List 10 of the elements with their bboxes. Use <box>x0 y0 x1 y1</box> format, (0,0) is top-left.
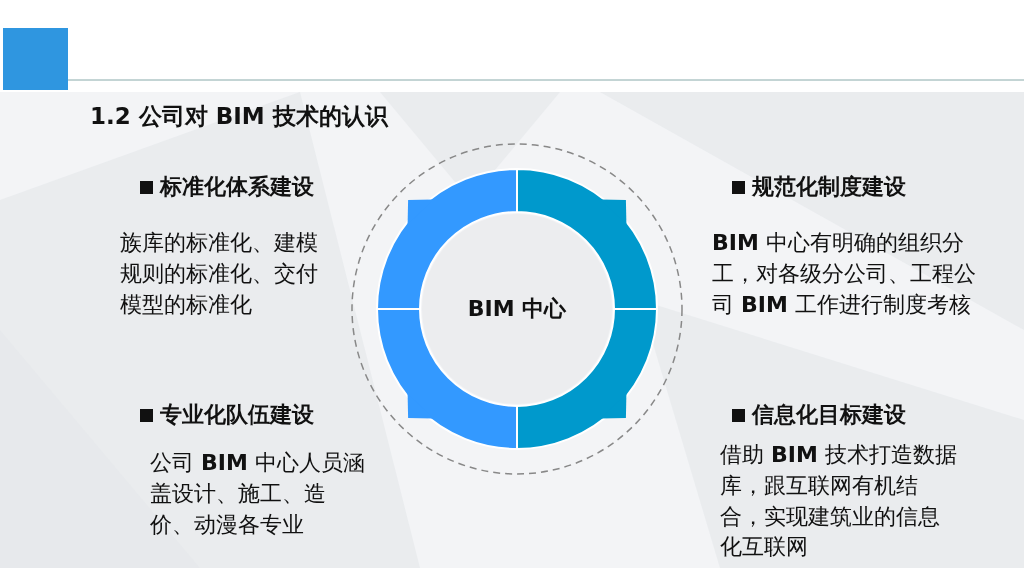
section-heading: 信息化目标建设 <box>752 401 906 429</box>
description-text: 借助 BIM 技术打造数据库，跟互联网有机结合，实现建筑业的信息化互联网 <box>720 441 958 562</box>
section-heading: 专业化队伍建设 <box>160 401 314 429</box>
description-text: 族库的标准化、建模规则的标准化、交付模型的标准化 <box>120 229 319 319</box>
description-text: 公司 BIM 中心人员涵盖设计、施工、造价、动漫各专业 <box>150 449 365 539</box>
slide-title: 1.2 公司对 BIM 技术的认识 <box>90 102 388 131</box>
center-label: BIM 中心 <box>466 295 568 323</box>
section-heading: 规范化制度建设 <box>752 173 906 201</box>
description-text: BIM 中心有明确的组织分工，对各级分公司、工程公司 BIM 工作进行制度考核 <box>712 229 977 319</box>
section-heading: 标准化体系建设 <box>160 173 314 201</box>
